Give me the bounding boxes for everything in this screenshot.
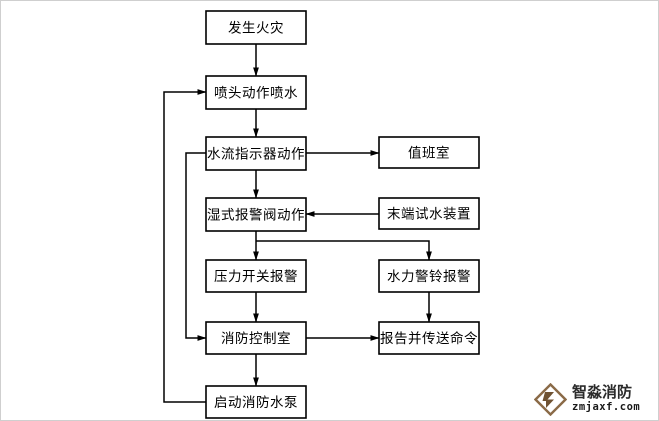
node-label-pressure-switch: 压力开关报警	[214, 269, 298, 285]
node-label-water-bell: 水力警铃报警	[387, 269, 471, 285]
edge-wetvalve-to-waterbell	[256, 240, 432, 261]
node-label-flow-switch: 水流指示器动作	[207, 147, 305, 163]
brand-url: zmjaxf.com	[572, 401, 641, 414]
node-duty-room[interactable]: 值班室	[378, 136, 480, 169]
node-sprinkler[interactable]: 喷头动作喷水	[205, 75, 307, 110]
node-layer: 发生火灾 喷头动作喷水 水流指示器动作 值班室 湿式报警阀动作 末端试水装置	[205, 10, 480, 419]
edge-layer	[163, 44, 432, 403]
node-report-command[interactable]: 报告并传送命令	[378, 321, 480, 355]
edge-flowswitch-to-controlroom	[185, 152, 207, 341]
brand-text-block: 智淼消防 zmjaxf.com	[572, 385, 640, 413]
node-water-bell[interactable]: 水力警铃报警	[378, 259, 480, 293]
node-label-duty-room: 值班室	[408, 145, 450, 162]
node-label-control-room: 消防控制室	[221, 330, 291, 347]
node-wet-alarm-valve[interactable]: 湿式报警阀动作	[205, 197, 307, 232]
node-fire[interactable]: 发生火灾	[205, 10, 307, 45]
node-label-end-test-device: 末端试水装置	[387, 207, 471, 223]
node-label-fire: 发生火灾	[228, 20, 284, 37]
watermark-logo: 智淼消防 zmjaxf.com	[533, 379, 654, 419]
node-label-report-command: 报告并传送命令	[380, 330, 478, 347]
brand-name-cn: 智淼消防	[572, 383, 633, 402]
node-flow-switch[interactable]: 水流指示器动作	[205, 136, 307, 171]
node-pressure-switch[interactable]: 压力开关报警	[205, 259, 307, 293]
node-end-test-device[interactable]: 末端试水装置	[378, 197, 480, 230]
brand-diamond-icon	[533, 382, 568, 416]
node-label-wet-alarm-valve: 湿式报警阀动作	[207, 208, 305, 224]
edge-pump-to-sprinkler	[163, 89, 207, 403]
node-label-sprinkler: 喷头动作喷水	[214, 86, 298, 102]
node-control-room[interactable]: 消防控制室	[205, 321, 307, 355]
node-start-fire-pump[interactable]: 启动消防水泵	[205, 385, 307, 419]
node-label-start-fire-pump: 启动消防水泵	[214, 395, 298, 411]
